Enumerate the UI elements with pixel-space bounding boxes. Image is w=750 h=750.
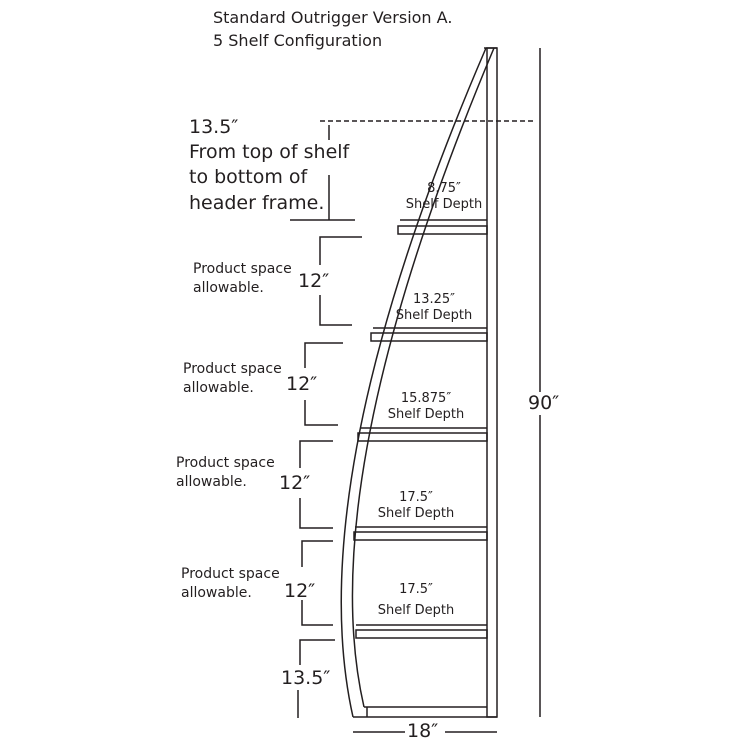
product-space-value: 12″ [286, 373, 318, 395]
product-space-label: allowable. [193, 280, 264, 296]
header-gap-text: header frame. [189, 192, 325, 214]
header-gap-value: 13.5″ [189, 116, 239, 138]
outer-curve [340, 47, 487, 718]
title-line1: Standard Outrigger Version A. [213, 8, 453, 27]
product-space-label: allowable. [183, 380, 254, 396]
shelf-depth: 17.5″Shelf Depth [377, 490, 455, 521]
product-space-label: allowable. [176, 474, 247, 490]
back-post [486, 47, 498, 718]
product-space-value: 12″ [279, 472, 311, 494]
shelf-depth: 8.75″Shelf Depth [405, 181, 483, 212]
product-space-label: Product space [193, 261, 292, 277]
shelves [353, 219, 488, 639]
product-space-label: allowable. [181, 585, 252, 601]
product-space-value: 12″ [298, 270, 330, 292]
shelf-depth: 17.5″Shelf Depth [377, 582, 455, 618]
shelf-depth: 13.25″Shelf Depth [395, 292, 473, 323]
bottom-gap-value: 13.5″ [281, 667, 331, 689]
product-space-label: Product space [183, 361, 282, 377]
product-space-label: Product space [181, 566, 280, 582]
left-brackets [290, 125, 362, 718]
product-space-label: Product space [176, 455, 275, 471]
header-gap-text: to bottom of [189, 166, 308, 188]
title-line2: 5 Shelf Configuration [213, 31, 383, 50]
product-space-value: 12″ [284, 580, 316, 602]
total-height-value: 90″ [528, 392, 560, 415]
shelf-depth: 15.875″Shelf Depth [387, 391, 465, 422]
header-gap-text: From top of shelf [189, 141, 350, 163]
base-width-value: 18″ [407, 720, 439, 742]
